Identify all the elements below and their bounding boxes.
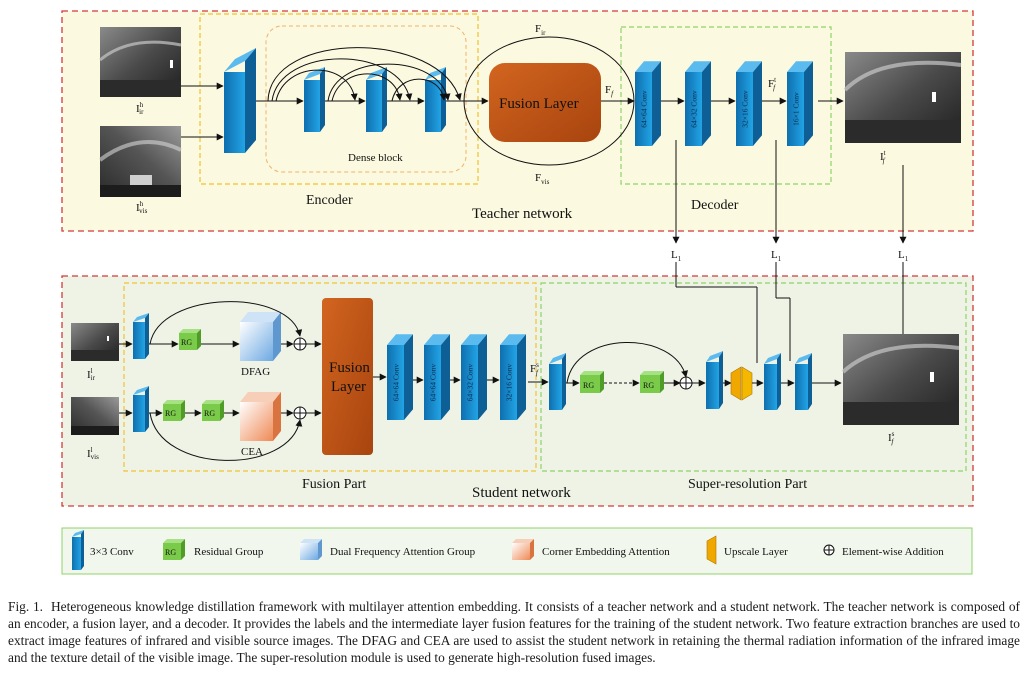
- legend-upscale-label: Upscale Layer: [724, 546, 788, 558]
- caption-text: Heterogeneous knowledge distillation fra…: [8, 599, 1020, 665]
- decoder-conv-label-4: 16×1 Conv: [792, 92, 801, 126]
- fusion-part-label: Fusion Part: [302, 477, 366, 492]
- dense-conv-3: [425, 67, 446, 132]
- encoder-label: Encoder: [306, 193, 353, 208]
- figure-number: Fig. 1.: [8, 599, 44, 614]
- legend-cea-label: Corner Embedding Attention: [542, 546, 670, 558]
- student-vis-image: [71, 397, 119, 435]
- teacher-vis-image: [98, 126, 182, 197]
- vis-add-symbol: [293, 406, 307, 420]
- loss-2: L1: [771, 249, 782, 263]
- student-output-image: [841, 334, 960, 425]
- teacher-network-title: Teacher network: [472, 206, 573, 222]
- student-fusion-conv-label-4: 32×16 Conv: [505, 364, 514, 402]
- dfag-label: DFAG: [241, 366, 270, 378]
- f-f-label: Ff: [605, 84, 614, 98]
- dense-block-region: [265, 25, 467, 173]
- student-ir-rg: RG: [179, 329, 201, 350]
- sr-conv-1: [549, 353, 566, 410]
- student-fusion-conv-1: 64×64 Conv: [387, 334, 413, 420]
- legend-add-label: Element-wise Addition: [842, 546, 944, 558]
- sr-part-label: Super-resolution Part: [688, 477, 807, 492]
- student-fusion-conv-2: 64×64 Conv: [424, 334, 450, 420]
- svg-text:RG: RG: [204, 409, 215, 418]
- legend-conv-label: 3×3 Conv: [90, 546, 134, 558]
- dfag-block: [240, 312, 281, 361]
- f-ir-label: Fir: [535, 23, 546, 37]
- sr-rg-2: RG: [640, 371, 664, 393]
- decoder-conv-label-2: 64×32 Conv: [690, 90, 699, 128]
- legend-rg-icon: RG: [163, 539, 185, 560]
- teacher-output-image: [843, 52, 962, 143]
- decoder-conv-label-3: 32×16 Conv: [741, 90, 750, 128]
- legend-add-icon: [823, 544, 835, 556]
- student-vis-rg-2: RG: [202, 400, 224, 421]
- student-fusion-conv-label-1: 64×64 Conv: [392, 364, 401, 402]
- sr-conv-2: [706, 351, 723, 409]
- student-fusion-conv-4: 32×16 Conv: [500, 334, 526, 420]
- decoder-conv-2: 64×32 Conv: [685, 61, 711, 147]
- legend-dfag-label: Dual Frequency Attention Group: [330, 546, 476, 558]
- decoder-conv-3: 32×16 Conv: [736, 61, 762, 147]
- svg-text:RG: RG: [165, 548, 176, 557]
- loss-3: L1: [898, 249, 909, 263]
- legend-conv-icon: [72, 530, 84, 570]
- cea-label: CEA: [241, 446, 263, 458]
- student-ir-conv: [133, 313, 149, 359]
- sr-rg-1: RG: [580, 371, 604, 393]
- svg-text:RG: RG: [165, 409, 176, 418]
- student-fusion-conv-3: 64×32 Conv: [461, 334, 487, 420]
- encoder-conv-1: [224, 48, 256, 153]
- decoder-conv-4: 16×1 Conv: [787, 61, 813, 147]
- upscale-layer: [730, 366, 753, 401]
- dense-block-label: Dense block: [348, 152, 403, 164]
- ir-add-symbol: [293, 337, 307, 351]
- loss-1: L1: [671, 249, 682, 263]
- sr-conv-4: [795, 353, 812, 410]
- student-fusion-label-1: Fusion: [329, 360, 370, 376]
- sr-conv-3: [764, 353, 781, 410]
- dense-conv-1: [304, 67, 325, 132]
- decoder-conv-1: 64×64 Conv: [635, 61, 661, 147]
- encoder-region: [199, 13, 479, 185]
- cea-block: [240, 392, 281, 441]
- student-vis-rg-1: RG: [163, 400, 185, 421]
- svg-text:RG: RG: [181, 338, 192, 347]
- decoder-conv-label-1: 64×64 Conv: [640, 90, 649, 128]
- svg-text:RG: RG: [643, 381, 654, 390]
- student-fusion-conv-label-2: 64×64 Conv: [429, 364, 438, 402]
- student-network-title: Student network: [472, 485, 571, 501]
- teacher-ir-image: [99, 27, 182, 97]
- decoder-region: [620, 26, 832, 185]
- decoder-label: Decoder: [691, 198, 739, 213]
- student-fusion-conv-label-3: 64×32 Conv: [466, 364, 475, 402]
- f-vis-label: Fvis: [535, 172, 550, 186]
- fusion-part-region: [123, 282, 537, 472]
- legend-rg-label: Residual Group: [194, 546, 264, 558]
- legend-dfag-icon: [300, 539, 322, 560]
- student-fusion-layer: [322, 298, 373, 455]
- teacher-fusion-layer: [489, 63, 601, 142]
- svg-text:RG: RG: [583, 381, 594, 390]
- student-ir-image: [71, 323, 119, 361]
- teacher-fusion-label: Fusion Layer: [499, 96, 579, 112]
- student-vis-conv: [133, 386, 149, 432]
- legend-cea-icon: [512, 539, 534, 560]
- figure-caption: Fig. 1.Heterogeneous knowledge distillat…: [8, 598, 1020, 666]
- sr-part-region: [540, 282, 967, 472]
- legend-upscale-icon: [706, 535, 717, 565]
- dense-conv-2: [366, 67, 387, 132]
- student-fusion-label-2: Layer: [331, 379, 366, 395]
- sr-add-symbol: [679, 376, 693, 390]
